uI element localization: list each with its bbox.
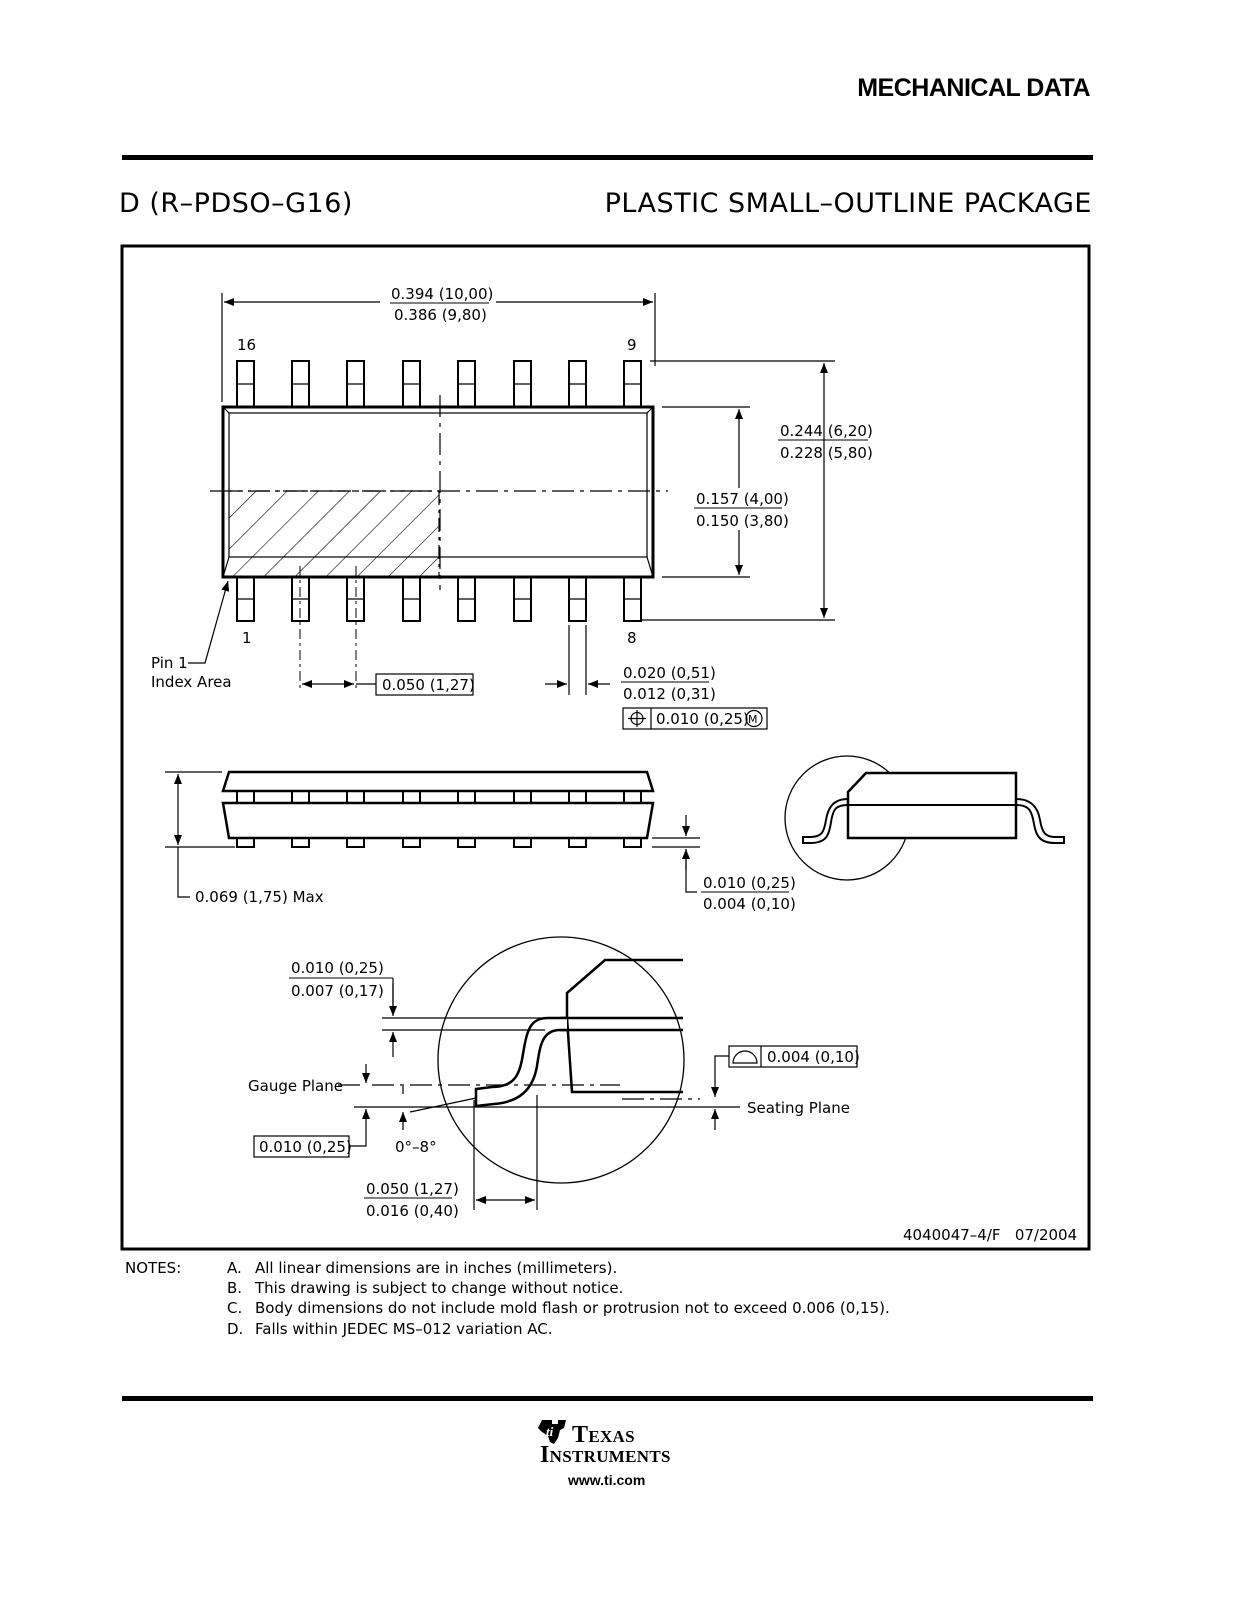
package-name: PLASTIC SMALL–OUTLINE PACKAGE: [604, 188, 1092, 219]
drawing-number: 4040047–4/F 07/2004: [903, 1226, 1077, 1244]
note-item: A.All linear dimensions are in inches (m…: [227, 1259, 618, 1277]
section-title: MECHANICAL DATA: [857, 74, 1090, 102]
notes-label: NOTES:: [125, 1259, 182, 1277]
note-item: C.Body dimensions do not include mold fl…: [227, 1299, 890, 1317]
pitch-box: [375, 673, 474, 696]
seating-plane-label: Seating Plane: [747, 1099, 850, 1117]
website-url: www.ti.com: [568, 1472, 646, 1488]
body-width-max: 0.157 (4,00): [696, 490, 789, 508]
foot-length-min: 0.016 (0,40): [366, 1202, 459, 1220]
gauge-dim-box: [253, 1135, 350, 1158]
mmc-modifier-icon: [745, 709, 763, 728]
lead-detail: 0.010 (0,25) 0.007 (0,17) Gauge Plane 0.…: [248, 936, 860, 1220]
foot-length-max: 0.050 (1,27): [366, 1180, 459, 1198]
lead-thickness-max: 0.010 (0,25): [291, 959, 384, 977]
pin-1-label: 1: [242, 629, 252, 647]
end-view-detail: [784, 755, 1065, 881]
drawing-frame: [120, 244, 1091, 1251]
pin-9-label: 9: [627, 336, 637, 354]
position-tolerance-frame: [622, 707, 768, 730]
overall-width-min: 0.228 (5,80): [780, 444, 873, 462]
height-max: 0.069 (1,75) Max: [195, 888, 324, 906]
ti-logo: ti TEXAS INSTRUMENTS: [536, 1418, 686, 1480]
profile-surface-icon: [732, 1050, 758, 1064]
top-rule: [122, 155, 1093, 160]
pin-16-label: 16: [237, 336, 256, 354]
standoff-max: 0.010 (0,25): [703, 874, 796, 892]
pitch-value: 0.050 (1,27): [382, 676, 475, 694]
lead-width-max: 0.020 (0,51): [623, 664, 716, 682]
gauge-plane-label: Gauge Plane: [248, 1077, 343, 1095]
angle-value: 0°–8°: [395, 1138, 437, 1156]
side-view: 0.069 (1,75) Max 0.010 (0,25) 0.004 (0,1…: [165, 770, 796, 913]
coplanarity-value: 0.004 (0,10): [767, 1048, 860, 1066]
position-tolerance-value: 0.010 (0,25): [656, 710, 749, 728]
note-item: D.Falls within JEDEC MS–012 variation AC…: [227, 1320, 553, 1338]
lead-width-min: 0.012 (0,31): [623, 685, 716, 703]
pin1-label-line1: Pin 1: [151, 654, 188, 672]
body-length-max: 0.394 (10,00): [391, 285, 493, 303]
logo-line1: TEXAS: [572, 1422, 635, 1448]
bottom-rule: [122, 1396, 1093, 1401]
body-width-min: 0.150 (3,80): [696, 512, 789, 530]
mmc-modifier: M: [748, 713, 758, 726]
svg-text:ti: ti: [546, 1424, 554, 1439]
logo-line2: INSTRUMENTS: [540, 1442, 671, 1468]
ti-logo-icon: ti: [538, 1420, 566, 1444]
position-icon: [628, 710, 646, 727]
overall-width-max: 0.244 (6,20): [780, 422, 873, 440]
pin1-label-line2: Index Area: [151, 673, 232, 691]
note-item: B.This drawing is subject to change with…: [227, 1279, 624, 1297]
pin-8-label: 8: [627, 629, 637, 647]
standoff-min: 0.004 (0,10): [703, 895, 796, 913]
pin1-index-area: [229, 491, 439, 577]
package-id: D (R–PDSO–G16): [119, 188, 353, 219]
body-length-min: 0.386 (9,80): [394, 306, 487, 324]
lead-thickness-min: 0.007 (0,17): [291, 982, 384, 1000]
gauge-dim-value: 0.010 (0,25): [259, 1138, 352, 1156]
top-view: 16 9 1 8 0.394 (10,00) 0.386 (9,80) 0.24…: [151, 285, 873, 730]
